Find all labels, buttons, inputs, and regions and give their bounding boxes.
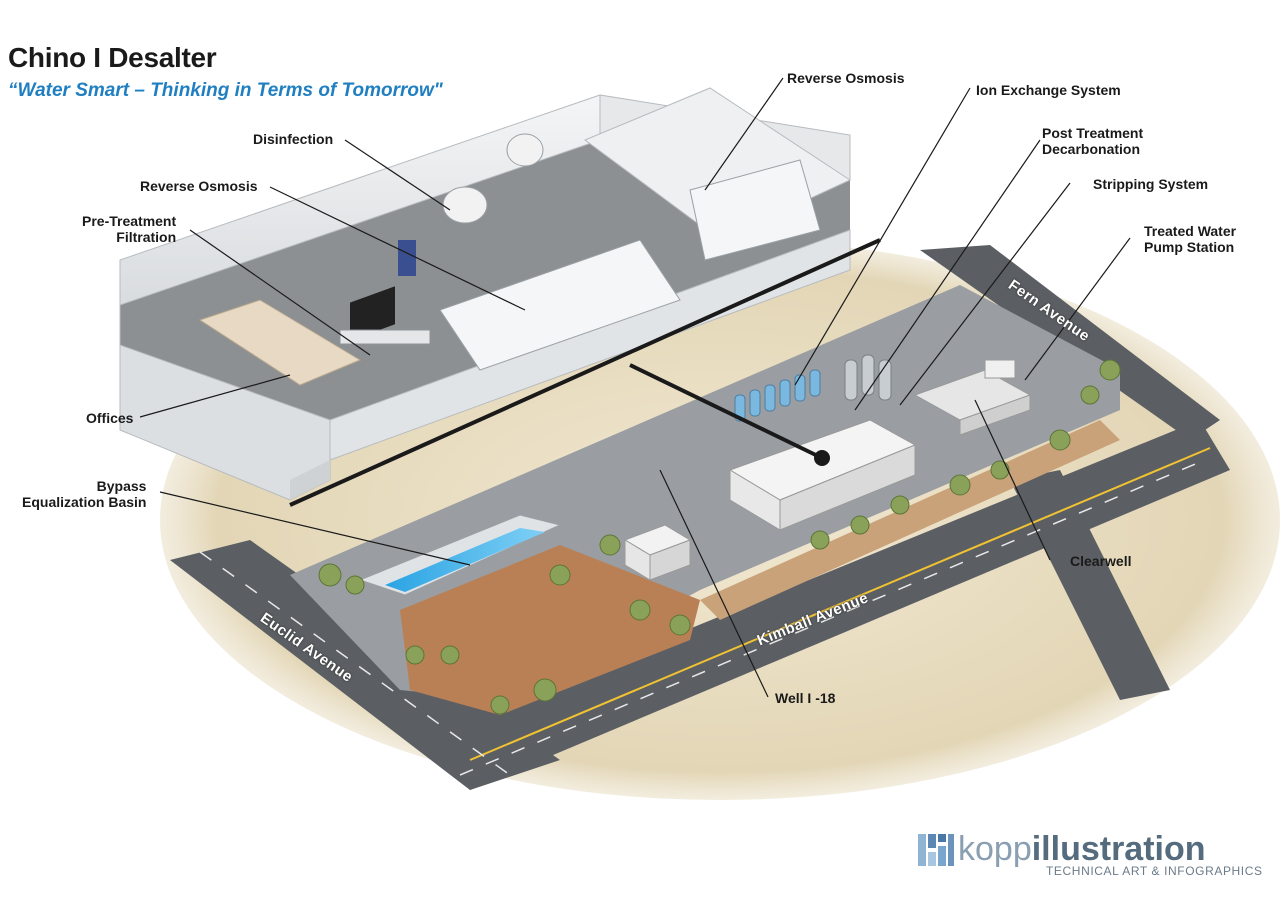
ro-racks xyxy=(439,159,821,371)
clearwell-structure xyxy=(913,359,1032,436)
callout-post-treatment-line2: Decarbonation xyxy=(1042,141,1141,157)
callout-bypass-line1: Bypass xyxy=(96,478,147,494)
ion-exchange-vessels xyxy=(734,369,821,422)
connector-line xyxy=(289,238,881,507)
callout-bypass: Bypass Equalization Basin xyxy=(22,478,146,510)
callout-disinfection: Disinfection xyxy=(253,131,334,147)
callout-ion-exchange: Ion Exchange System xyxy=(976,82,1121,98)
trees xyxy=(318,359,1121,715)
page-subtitle: “Water Smart – Thinking in Terms of Tomo… xyxy=(8,80,443,101)
well-building xyxy=(623,524,692,581)
lane-markings xyxy=(469,447,1211,761)
lane-markings-white xyxy=(199,461,1201,776)
page-title: Chino I Desalter xyxy=(8,42,217,73)
callout-bypass-line2: Equalization Basin xyxy=(22,494,147,510)
callout-clearwell: Clearwell xyxy=(1070,553,1132,569)
brand-name-bold: illustration xyxy=(1031,830,1206,868)
callout-leaders xyxy=(139,77,1131,698)
stripping-towers xyxy=(844,354,892,401)
callout-pretreatment-line2: Filtration xyxy=(116,229,177,245)
callout-offices: Offices xyxy=(86,410,134,426)
callout-post-treatment: Post Treatment Decarbonation xyxy=(1042,125,1143,157)
callout-pretreatment: Pre-Treatment Filtration xyxy=(82,213,176,245)
callout-well: Well I -18 xyxy=(775,690,836,706)
brand-logo: koppillustration TECHNICAL ART & INFOGRA… xyxy=(918,830,1263,880)
brand-name-light: kopp xyxy=(958,830,1032,868)
callout-reverse-osmosis-top: Reverse Osmosis xyxy=(787,70,905,86)
callout-treated-water: Treated Water Pump Station xyxy=(1144,223,1236,255)
brand-name: koppillustration xyxy=(958,830,1206,869)
kopp-logo-icon xyxy=(918,834,954,866)
callout-treated-water-line2: Pump Station xyxy=(1144,239,1235,255)
connector-dot xyxy=(814,450,830,466)
brand-tagline: TECHNICAL ART & INFOGRAPHICS xyxy=(1046,864,1263,878)
bypass-equalization-basin xyxy=(358,514,562,596)
cutaway-building xyxy=(119,87,852,501)
callout-post-treatment-line1: Post Treatment xyxy=(1042,125,1144,141)
callout-reverse-osmosis-left: Reverse Osmosis xyxy=(140,178,258,194)
callout-treated-water-line1: Treated Water xyxy=(1144,223,1237,239)
callout-pretreatment-line1: Pre-Treatment xyxy=(82,213,177,229)
callout-stripping: Stripping System xyxy=(1093,176,1209,192)
